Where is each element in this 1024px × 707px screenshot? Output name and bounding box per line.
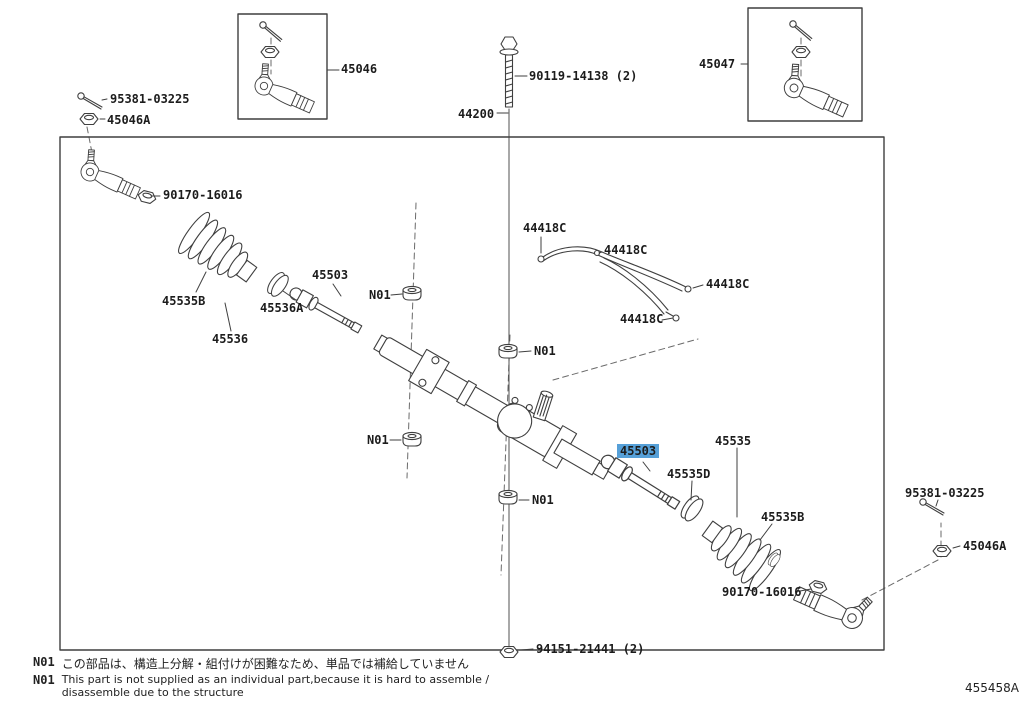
part-label-90170-16016-left[interactable]: 90170-16016 [163,188,243,202]
part-label-45503-selected[interactable]: 45503 [617,444,660,458]
diagram-frame [59,136,885,651]
footnote-code-jp: N01 [33,655,55,669]
note-ref-n01-3: N01 [367,433,389,447]
part-label-45046a-right[interactable]: 45046A [963,539,1007,553]
part-label-44418c-4[interactable]: 44418C [620,312,664,326]
part-label-45503-left[interactable]: 45503 [312,268,349,282]
boot-left-icon [173,208,267,296]
tie-rod-end-right-icon [791,568,877,634]
footnote-code-en: N01 [33,673,55,687]
tie-rod-end-box-right-icon [777,59,856,121]
part-label-90170-16016-right[interactable]: 90170-16016 [722,585,802,599]
boot-clamp-right-icon [677,492,707,525]
footnote-en-text: This part is not supplied as an individu… [62,673,489,699]
part-label-45046[interactable]: 45046 [341,62,378,76]
part-label-45536a[interactable]: 45536A [260,301,304,315]
footnote-en-line2: disassemble due to the structure [61,686,244,699]
part-label-44418c-1[interactable]: 44418C [523,221,567,235]
part-label-45536[interactable]: 45536 [212,332,249,346]
part-label-94151-21441[interactable]: 94151-21441 (2) [536,642,645,656]
note-ref-n01-2: N01 [534,344,556,358]
assembly-axis-dashed-lines [86,37,942,601]
pressure-tubes-icon [537,246,692,322]
footnote-jp-text: この部品は、構造上分解・組付けが困難なため、単品では補給していません [61,657,469,671]
tie-rod-end-left-icon [74,145,148,203]
inner-tie-rod-right-icon [597,451,683,513]
tie-rod-end-box-left-icon [248,59,322,117]
drawing-number: 455458A [965,681,1020,695]
note-ref-n01-1: N01 [369,288,391,302]
footnote-english: N01 This part is not supplied as an indi… [33,673,489,699]
part-label-90119-14138[interactable]: 90119-14138 (2) [529,69,638,83]
steering-rack-housing-icon [373,334,610,480]
footnote-japanese: N01 この部品は、構造上分解・組付けが困難なため、単品では補給していません [33,655,469,672]
part-label-45535[interactable]: 45535 [715,434,752,448]
part-label-45046a-left[interactable]: 45046A [107,113,151,127]
leader-lines [99,63,961,651]
part-label-45535b-left[interactable]: 45535B [162,294,206,308]
part-label-44418c-2[interactable]: 44418C [604,243,648,257]
part-label-95381-03225-right[interactable]: 95381-03225 [905,486,985,500]
part-label-45535b-right[interactable]: 45535B [761,510,805,524]
note-ref-n01-4: N01 [532,493,554,507]
footnote-en-line1: This part is not supplied as an individu… [61,673,490,686]
part-label-44200[interactable]: 44200 [458,107,495,121]
part-label-45535d[interactable]: 45535D [667,467,711,481]
mount-bolt-icon [499,36,519,108]
detail-box-45046 [237,13,328,120]
part-label-45047[interactable]: 45047 [699,57,736,71]
part-label-44418c-3[interactable]: 44418C [706,277,750,291]
part-label-95381-03225-left[interactable]: 95381-03225 [110,92,190,106]
